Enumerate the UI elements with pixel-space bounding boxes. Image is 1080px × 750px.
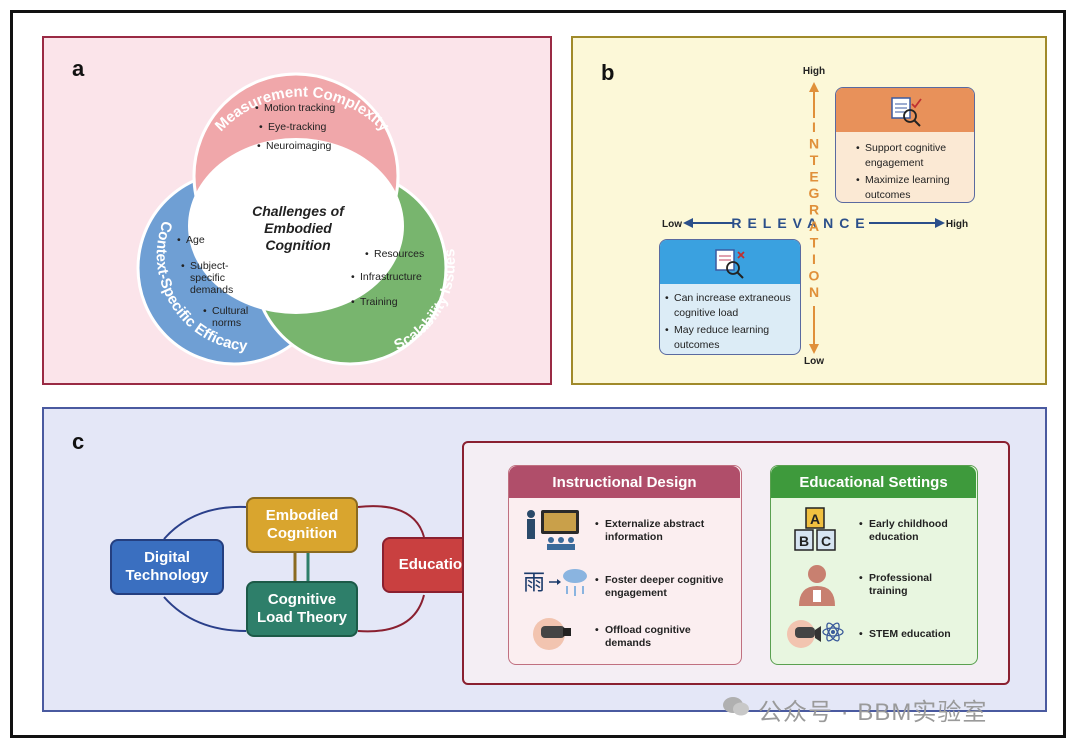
top-item-motion: Motion tracking <box>255 102 335 114</box>
low-box-header <box>660 240 800 284</box>
center-title-line-2: Embodied <box>264 220 332 236</box>
center-region <box>188 138 404 314</box>
right-item-resources: Resources <box>365 248 424 260</box>
svg-text:C: C <box>821 533 831 549</box>
top-item-neuro: Neuroimaging <box>257 140 331 152</box>
panel-a: a Measurement Complexity Context-Specifi… <box>42 36 552 385</box>
center-title-line-3: Cognition <box>265 237 330 253</box>
educational-settings-title: Educational Settings <box>771 466 976 498</box>
education-detail-container: Instructional Design Externalize abstrac… <box>462 441 1010 685</box>
right-item-training: Training <box>351 296 397 308</box>
x-axis-arrow-left <box>683 218 693 228</box>
panel-c-label: c <box>72 429 85 454</box>
y-axis-high: High <box>803 66 825 77</box>
svg-text:雨: 雨 <box>523 570 545 595</box>
x-axis-low: Low <box>662 219 682 230</box>
venn-diagram: Measurement Complexity Context-Specific … <box>136 72 459 366</box>
teacher-screen-icon <box>527 510 579 550</box>
y-axis-label-letter: N <box>809 136 819 152</box>
svg-text:B: B <box>799 533 809 549</box>
educational-settings-card: Educational Settings A B C Early childho… <box>770 465 978 665</box>
settings-item-3: STEM education <box>859 628 951 641</box>
y-axis-label-letter: T <box>810 235 819 251</box>
y-axis-label-letter: N <box>809 284 819 300</box>
y-axis-label-letter: G <box>809 185 820 201</box>
rain-cloud-icon: 雨 <box>523 569 587 596</box>
x-axis-high: High <box>946 219 968 230</box>
y-axis-low: Low <box>804 356 824 367</box>
center-title-line-1: Challenges of <box>252 203 345 219</box>
abc-blocks-icon: A B C <box>794 507 836 551</box>
instructional-design-title: Instructional Design <box>509 466 740 498</box>
y-axis-label-letter: T <box>810 152 819 168</box>
vr-headset-icon <box>533 618 571 650</box>
y-axis-arrow-down <box>809 344 819 354</box>
y-axis-label-letter: I <box>812 251 816 267</box>
checklist-magnifier-icon <box>891 97 922 127</box>
y-axis-label-letter: E <box>809 169 818 185</box>
y-axis-label-letter: R <box>809 202 819 218</box>
doctor-icon <box>799 565 835 606</box>
left-item-age: Age <box>177 234 205 246</box>
y-axis-label-letter: I <box>812 119 816 135</box>
panel-b-label: b <box>601 60 615 85</box>
y-axis-arrow-up <box>809 82 819 92</box>
x-axis-label: RELEVANCE <box>731 215 870 231</box>
instructional-design-card: Instructional Design Externalize abstrac… <box>508 465 742 665</box>
x-axis-arrow-right <box>935 218 945 228</box>
watermark: 公众号 · BBM实验室 <box>758 699 988 726</box>
y-axis-label-letter: O <box>809 268 820 284</box>
top-item-eye: Eye-tracking <box>259 121 326 133</box>
document-x-magnifier-icon <box>715 249 745 279</box>
wechat-icon <box>723 697 749 716</box>
vr-atom-icon <box>787 620 844 648</box>
svg-text:A: A <box>810 511 820 527</box>
panel-a-label: a <box>72 56 85 81</box>
right-item-infrastructure: Infrastructure <box>351 271 422 283</box>
y-axis-label-letter: A <box>809 218 819 234</box>
high-box-header <box>836 88 974 132</box>
